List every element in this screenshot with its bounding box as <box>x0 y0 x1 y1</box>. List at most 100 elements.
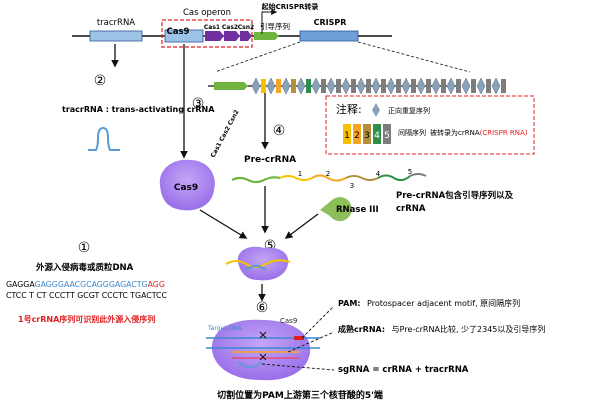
pam-annotation: PAM: Protospacer adjacent motif, 原间隔序列 <box>338 298 520 308</box>
cas9-target-label: Cas9 <box>280 317 297 325</box>
legend-spacer-4 <box>373 124 381 144</box>
repeat-diamond <box>461 77 471 95</box>
leader-sequence <box>254 32 279 40</box>
tracrRNA-gene <box>89 30 143 42</box>
tracrRNA-description: tracrRNA : trans-activating crRNA <box>62 105 215 114</box>
spacer-block <box>486 79 491 93</box>
cas9-complex <box>225 246 291 281</box>
repeat-diamond <box>251 77 261 95</box>
tracrRNA-label: tracrRNA <box>97 18 135 28</box>
spacer-block <box>501 79 506 93</box>
cas9-gene-label: Cas9 <box>167 27 190 37</box>
start-transcription-label: 起始CRISPR转录 <box>261 2 319 11</box>
step-6-marker: ⑥ <box>256 300 269 316</box>
cas9-protein: Cas9 Cas1 Cas2 Csn2 <box>159 109 241 211</box>
crispr-array <box>299 30 359 42</box>
repeat-diamond <box>341 77 351 95</box>
operon-track: tracrRNA Cas operon Cas9 Cas1 Cas2 Csn2 … <box>72 2 392 48</box>
csn2-gene <box>240 31 252 41</box>
legend-num-1: 1 <box>344 131 350 141</box>
cas2-gene <box>224 31 240 41</box>
legend-num-3: 3 <box>364 131 370 141</box>
pre-crRNA-desc-2: crRNA <box>396 204 426 214</box>
pre-crRNA-title: Pre-crRNA <box>244 155 296 165</box>
repeat-diamond <box>416 77 426 95</box>
legend-num-2: 2 <box>354 131 360 141</box>
step-2-marker: ② <box>94 73 107 89</box>
spacer-block <box>381 79 386 93</box>
repeat-diamond <box>281 77 291 95</box>
legend-spacer-1 <box>343 124 351 144</box>
legend-spacer-label: 间隔序列 <box>398 128 426 137</box>
spacer-block <box>366 79 371 93</box>
repeat-diamond <box>296 77 306 95</box>
seq-bottom: CTCC T CT CCCTT GCGT CCCTC TGACTCC <box>6 291 167 300</box>
repeat-diamond <box>476 77 486 95</box>
cas9-protein-label: Cas9 <box>174 183 198 193</box>
repeat-diamond <box>356 77 366 95</box>
spacer-block <box>321 79 326 93</box>
pre-crRNA-strand: 1 2 3 4 5 <box>231 168 427 190</box>
cas1-gene <box>205 31 224 41</box>
repeat-diamond-icon <box>372 103 380 117</box>
legend-num-5: 5 <box>384 131 390 141</box>
spacer-block <box>351 79 356 93</box>
pam-site <box>294 336 304 340</box>
cas9-gene <box>164 29 204 43</box>
repeat-diamond <box>326 77 336 95</box>
pre-crRNA-desc-1: Pre-crRNA包含引导序列以及 <box>396 190 514 201</box>
mature-crRNA-annotation: 成熟crRNA: 与Pre-crRNA比较, 少了2345以及引导序列 <box>338 324 545 334</box>
spacer-block <box>336 79 341 93</box>
repeat-diamond <box>491 77 501 95</box>
legend-transcribe: 被转录为crRNA(CRISPR RNA) <box>430 128 528 137</box>
pre-num-5: 5 <box>408 168 412 176</box>
expanded-crispr-array <box>208 77 506 95</box>
cut-position-caption: 切割位置为PAM上游第三个核苷酸的5'端 <box>217 389 383 401</box>
seq-top: GAGGAGAGGGAACGCAGGGAGACTGAGG <box>6 280 165 289</box>
spacer-block <box>396 79 401 93</box>
spacer-block <box>261 79 266 93</box>
pre-num-1: 1 <box>298 170 302 178</box>
sgrna-annotation: sgRNA = crRNA + tracrRNA <box>338 365 469 375</box>
step-3-marker: ③ <box>192 96 205 112</box>
recognize-label: 1号crRNA序列可识别此外源入侵序列 <box>18 314 155 324</box>
target-dna-label: Target DNA <box>207 325 243 332</box>
pre-num-2: 2 <box>326 170 330 178</box>
cas-operon-box <box>161 19 253 48</box>
legend-title: 注释: <box>336 102 362 116</box>
spacer-block <box>426 79 431 93</box>
repeat-diamond <box>401 77 411 95</box>
repeat-diamond <box>386 77 396 95</box>
spacer-block <box>276 79 281 93</box>
step-4-marker: ④ <box>273 123 286 139</box>
pre-num-3: 3 <box>350 182 354 190</box>
repeat-diamond <box>371 77 381 95</box>
scissors-icon-1 <box>259 331 267 339</box>
leader-label: 引导序列 <box>260 21 290 31</box>
cas1-label: Cas1 <box>204 24 220 31</box>
spacer-block <box>441 79 446 93</box>
pre-num-4: 4 <box>376 170 381 178</box>
legend-spacer-3 <box>363 124 371 144</box>
tracrRNA-hairpin <box>88 126 120 151</box>
spacer-block <box>456 79 461 93</box>
csn2-label: Csn2 <box>238 24 254 31</box>
legend-repeat-label: 正向重复序列 <box>388 106 430 115</box>
repeat-diamond <box>311 77 321 95</box>
spacer-block <box>471 79 476 93</box>
rnase-iii-label: RNase III <box>336 205 379 215</box>
legend-box: 注释: 正向重复序列 1 2 3 4 5 间隔序列 被转录为crRNA(CRIS… <box>325 95 535 155</box>
cas2-label: Cas2 <box>222 24 238 31</box>
cas-operon-label: Cas operon <box>183 8 231 18</box>
spacer-block <box>306 79 311 93</box>
cas9-target-complex: Cas9 Target DNA <box>206 317 320 381</box>
step-1-marker: ① <box>78 240 91 256</box>
legend-num-4: 4 <box>374 131 380 141</box>
invade-label: 外源入侵病毒或质粒DNA <box>35 262 134 273</box>
legend-spacer-5 <box>383 124 391 144</box>
legend-spacer-2 <box>353 124 361 144</box>
crispr-label: CRISPR <box>314 18 347 27</box>
spacer-block <box>291 79 296 93</box>
expanded-leader <box>214 82 248 90</box>
